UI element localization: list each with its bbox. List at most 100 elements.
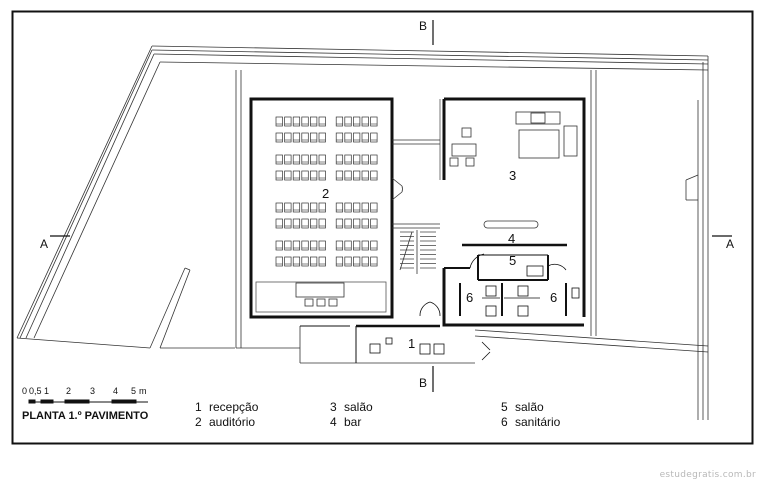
section-mark-a-left: A [40, 237, 48, 251]
scale-unit: m [139, 386, 147, 396]
seat [301, 116, 309, 127]
seat [275, 170, 283, 181]
seat [370, 132, 378, 143]
seat [335, 256, 344, 267]
seat [335, 240, 344, 251]
seat [370, 256, 378, 267]
seat [335, 154, 344, 165]
seat [353, 170, 361, 181]
scale-tick: 3 [90, 386, 96, 396]
scale-tick: 4 [113, 386, 119, 396]
seat [318, 256, 326, 267]
seat [344, 170, 352, 181]
seat [361, 256, 369, 267]
seat [284, 218, 292, 229]
coffee-table [518, 129, 560, 159]
section-marks [50, 20, 732, 392]
seat [353, 154, 361, 165]
seat [353, 240, 361, 251]
seat [284, 132, 292, 143]
seat [292, 154, 301, 165]
seat [318, 170, 326, 181]
seat [318, 154, 326, 165]
seat [301, 256, 309, 267]
seat [344, 218, 352, 229]
seat [310, 116, 318, 127]
room-bar-and-wc [442, 253, 584, 327]
stair-break-line [399, 231, 413, 271]
watermark: estudegratis.com.br [659, 470, 756, 480]
seat [275, 154, 283, 165]
seat [275, 132, 283, 143]
seat [353, 218, 361, 229]
room-number-3: 3 [509, 168, 516, 183]
seat [361, 218, 369, 229]
scale-bar [28, 399, 148, 404]
section-mark-a-right: A [726, 237, 734, 251]
bar-counter [483, 220, 539, 229]
drawing-frame [11, 10, 754, 445]
seat [301, 202, 309, 213]
seat [344, 154, 352, 165]
room-recepcao [300, 301, 491, 363]
seat [292, 116, 301, 127]
seat [292, 256, 301, 267]
seat [370, 202, 378, 213]
seat [335, 170, 344, 181]
site-boundary [16, 45, 709, 420]
seat [310, 170, 318, 181]
seat [310, 132, 318, 143]
seat [335, 218, 344, 229]
seat [370, 154, 378, 165]
seat [310, 240, 318, 251]
room-number-6-left: 6 [466, 290, 473, 305]
seat [370, 116, 378, 127]
seat [284, 256, 292, 267]
seat [275, 116, 283, 127]
seat [353, 256, 361, 267]
seat [370, 240, 378, 251]
seat [318, 240, 326, 251]
room-number-4: 4 [508, 231, 515, 246]
stage [295, 282, 345, 298]
scale-tick: 0,5 [29, 386, 42, 396]
seat [301, 240, 309, 251]
seat [292, 170, 301, 181]
seat [275, 218, 283, 229]
room-number-2: 2 [322, 186, 329, 201]
plan-title: PLANTA 1.º PAVIMENTO [22, 410, 149, 422]
seat [318, 116, 326, 127]
scale-tick: 5 [131, 386, 137, 396]
seat [301, 170, 309, 181]
seat [275, 256, 283, 267]
seat [361, 202, 369, 213]
seat [284, 154, 292, 165]
seat [301, 218, 309, 229]
seat [353, 116, 361, 127]
stair-hall [391, 139, 440, 229]
scale-tick: 0 [22, 386, 28, 396]
seat [344, 202, 352, 213]
armchair [563, 125, 578, 157]
seat [370, 218, 378, 229]
seat [335, 132, 344, 143]
scale-tick: 1 [44, 386, 50, 396]
room-salao [439, 97, 586, 317]
room-auditorium [249, 97, 394, 319]
seat [361, 154, 369, 165]
scale-tick: 2 [66, 386, 72, 396]
seat [284, 116, 292, 127]
seat [284, 202, 292, 213]
staircase [399, 230, 436, 274]
